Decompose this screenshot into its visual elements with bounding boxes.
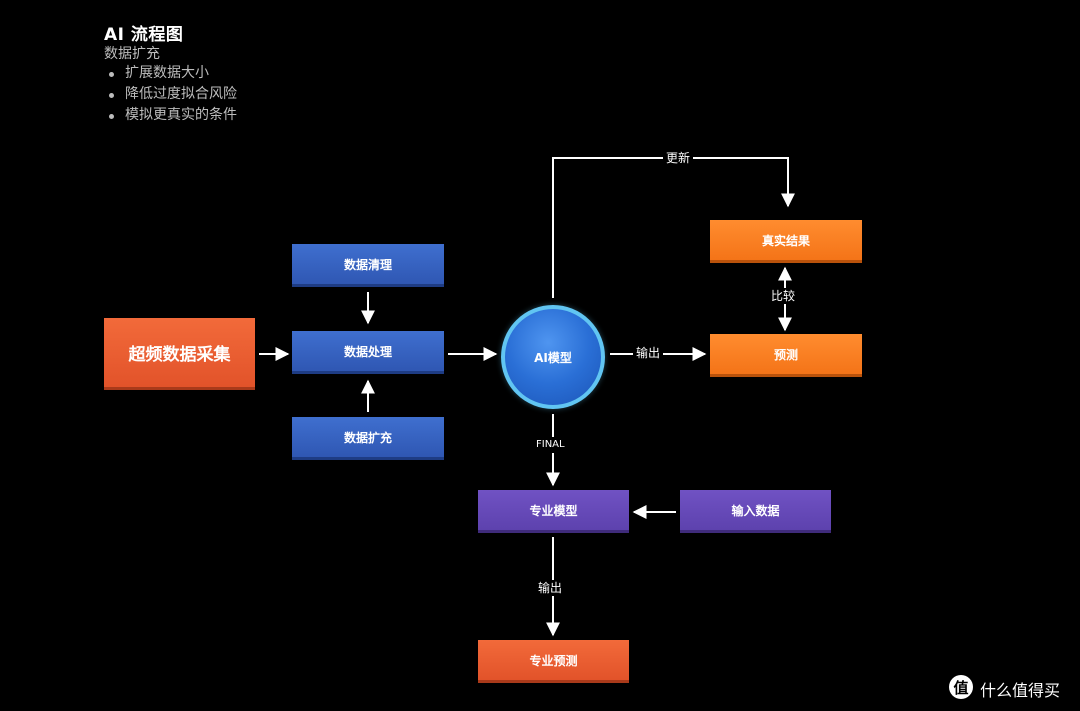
node-ai-model: AI模型: [501, 305, 605, 409]
edge-label-final: FINAL: [533, 437, 568, 453]
bullet-item: 模拟更真实的条件: [104, 105, 237, 126]
edge-label-output-down: 输出: [535, 580, 566, 596]
diagram-title: AI 流程图: [104, 25, 184, 45]
node-overclock-data-collection: 超频数据采集: [104, 318, 255, 390]
edge-label-output-right: 输出: [633, 345, 664, 361]
edge-label-update: 更新: [663, 150, 694, 166]
node-prediction: 预测: [710, 334, 862, 377]
edge-label-compare: 比较: [768, 288, 799, 304]
node-data-processing: 数据处理: [292, 331, 444, 374]
bullet-item: 扩展数据大小: [104, 63, 237, 84]
diagram-subtitle: 数据扩充: [104, 46, 160, 62]
node-data-augmentation: 数据扩充: [292, 417, 444, 460]
node-real-result: 真实结果: [710, 220, 862, 263]
node-professional-model: 专业模型: [478, 490, 629, 533]
bullet-list: 扩展数据大小 降低过度拟合风险 模拟更真实的条件: [104, 63, 237, 126]
node-data-cleaning: 数据清理: [292, 244, 444, 287]
node-input-data: 输入数据: [680, 490, 831, 533]
node-professional-prediction: 专业预测: [478, 640, 629, 683]
watermark-text: 什么值得买: [980, 681, 1061, 700]
watermark-logo-icon: 值: [949, 675, 973, 699]
bullet-item: 降低过度拟合风险: [104, 84, 237, 105]
